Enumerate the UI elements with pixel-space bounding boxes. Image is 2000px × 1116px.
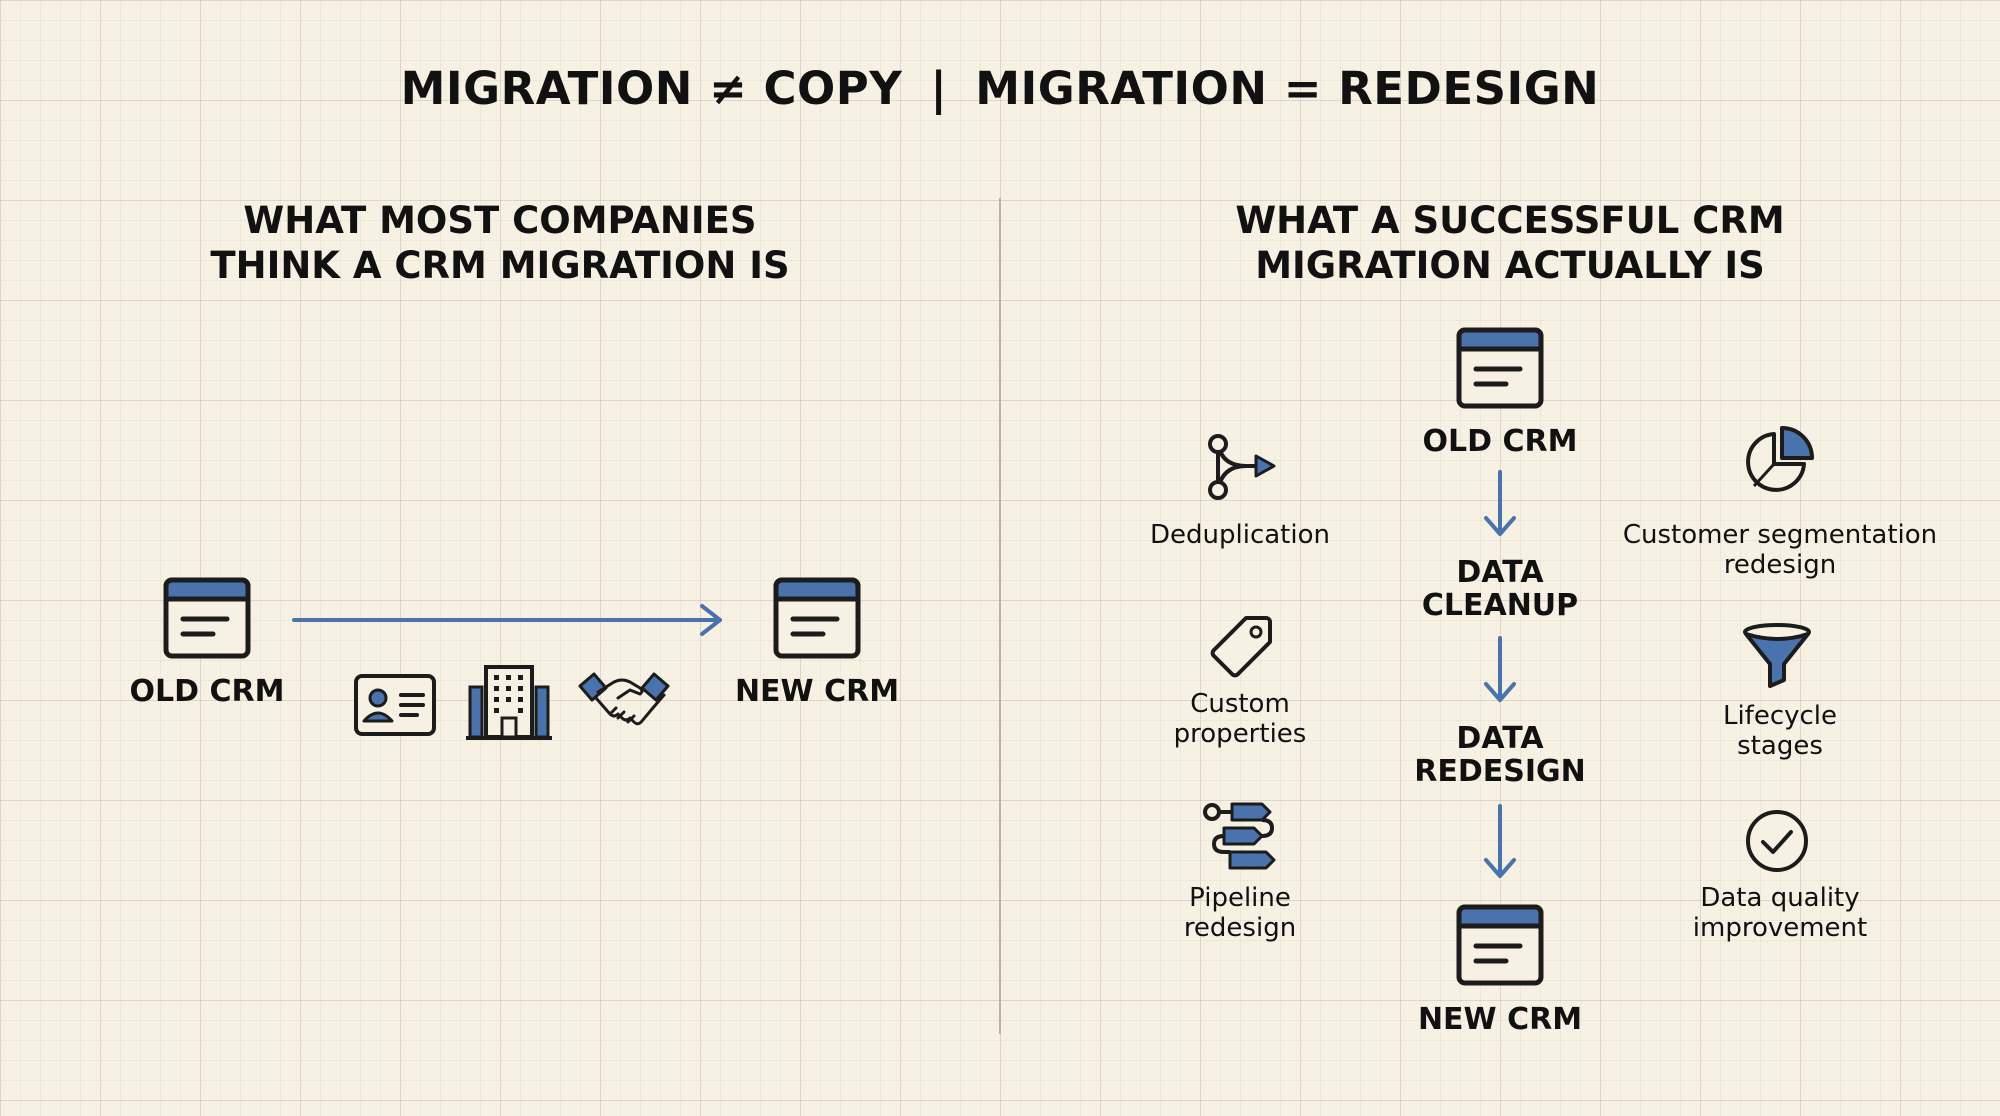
tag-icon	[1210, 616, 1272, 678]
building-icon	[466, 665, 552, 740]
flow-new-crm-label: NEW CRM	[1417, 1002, 1583, 1037]
right-heading-line2: MIGRATION ACTUALLY IS	[1255, 244, 1765, 287]
title-left: MIGRATION ≠ COPY	[400, 62, 903, 115]
flow-arrow-1	[1484, 470, 1516, 536]
customer-segmentation-line2: redesign	[1723, 550, 1837, 580]
migration-arrow	[292, 604, 722, 636]
custom-properties-line2: properties	[1173, 719, 1307, 749]
customer-segmentation-line1: Customer segmentation	[1622, 520, 1938, 550]
right-heading-line1: WHAT A SUCCESSFUL CRM	[1235, 199, 1785, 242]
lifecycle-line1: Lifecycle	[1722, 701, 1838, 731]
left-new-crm-label: NEW CRM	[734, 674, 900, 709]
flow-new-crm-window-icon	[1456, 904, 1544, 986]
pipeline-line2: redesign	[1183, 913, 1297, 943]
left-heading-line1: WHAT MOST COMPANIES	[243, 199, 757, 242]
data-quality-line1: Data quality	[1700, 883, 1860, 913]
pie-chart-icon	[1746, 426, 1814, 492]
customer-segmentation-label: Customer segmentation redesign	[1610, 520, 1950, 580]
old-crm-window-icon	[163, 577, 251, 659]
lifecycle-stages-label: Lifecycle stages	[1660, 701, 1900, 761]
check-circle-icon	[1746, 810, 1808, 872]
flow-arrow-2	[1484, 636, 1516, 702]
dedup-label-line1: Deduplication	[1150, 520, 1330, 550]
title-right: MIGRATION = REDESIGN	[975, 62, 1600, 115]
contact-card-icon	[354, 674, 436, 736]
flow-old-crm-label: OLD CRM	[1422, 424, 1578, 459]
dedup-label: Deduplication	[1120, 520, 1360, 550]
left-old-crm-label: OLD CRM	[129, 674, 285, 709]
flow-step1-line1: DATA	[1456, 555, 1544, 590]
flow-data-cleanup-label: DATA CLEANUP	[1400, 556, 1600, 622]
left-heading: WHAT MOST COMPANIES THINK A CRM MIGRATIO…	[150, 198, 850, 288]
custom-properties-line1: Custom	[1190, 689, 1290, 719]
custom-properties-label: Custom properties	[1120, 689, 1360, 749]
flow-step1-line2: CLEANUP	[1421, 588, 1579, 623]
page-title: MIGRATION ≠ COPY | MIGRATION = REDESIGN	[0, 62, 2000, 115]
flow-arrow-3	[1484, 804, 1516, 878]
pipeline-line1: Pipeline	[1189, 883, 1291, 913]
funnel-icon	[1743, 623, 1811, 688]
flow-data-redesign-label: DATA REDESIGN	[1380, 722, 1620, 788]
branch-icon	[1208, 434, 1276, 500]
pipeline-icon	[1203, 802, 1276, 870]
flow-step2-line2: REDESIGN	[1414, 754, 1586, 789]
handshake-icon	[578, 672, 670, 726]
panel-divider	[999, 198, 1001, 1034]
pipeline-redesign-label: Pipeline redesign	[1120, 883, 1360, 943]
lifecycle-line2: stages	[1737, 731, 1823, 761]
data-quality-label: Data quality improvement	[1640, 883, 1920, 943]
flow-step2-line1: DATA	[1456, 721, 1544, 756]
right-heading: WHAT A SUCCESSFUL CRM MIGRATION ACTUALLY…	[1160, 198, 1860, 288]
flow-old-crm-window-icon	[1456, 327, 1544, 409]
title-separator: |	[930, 62, 948, 115]
new-crm-window-icon	[773, 577, 861, 659]
left-heading-line2: THINK A CRM MIGRATION IS	[210, 244, 790, 287]
data-quality-line2: improvement	[1692, 913, 1868, 943]
